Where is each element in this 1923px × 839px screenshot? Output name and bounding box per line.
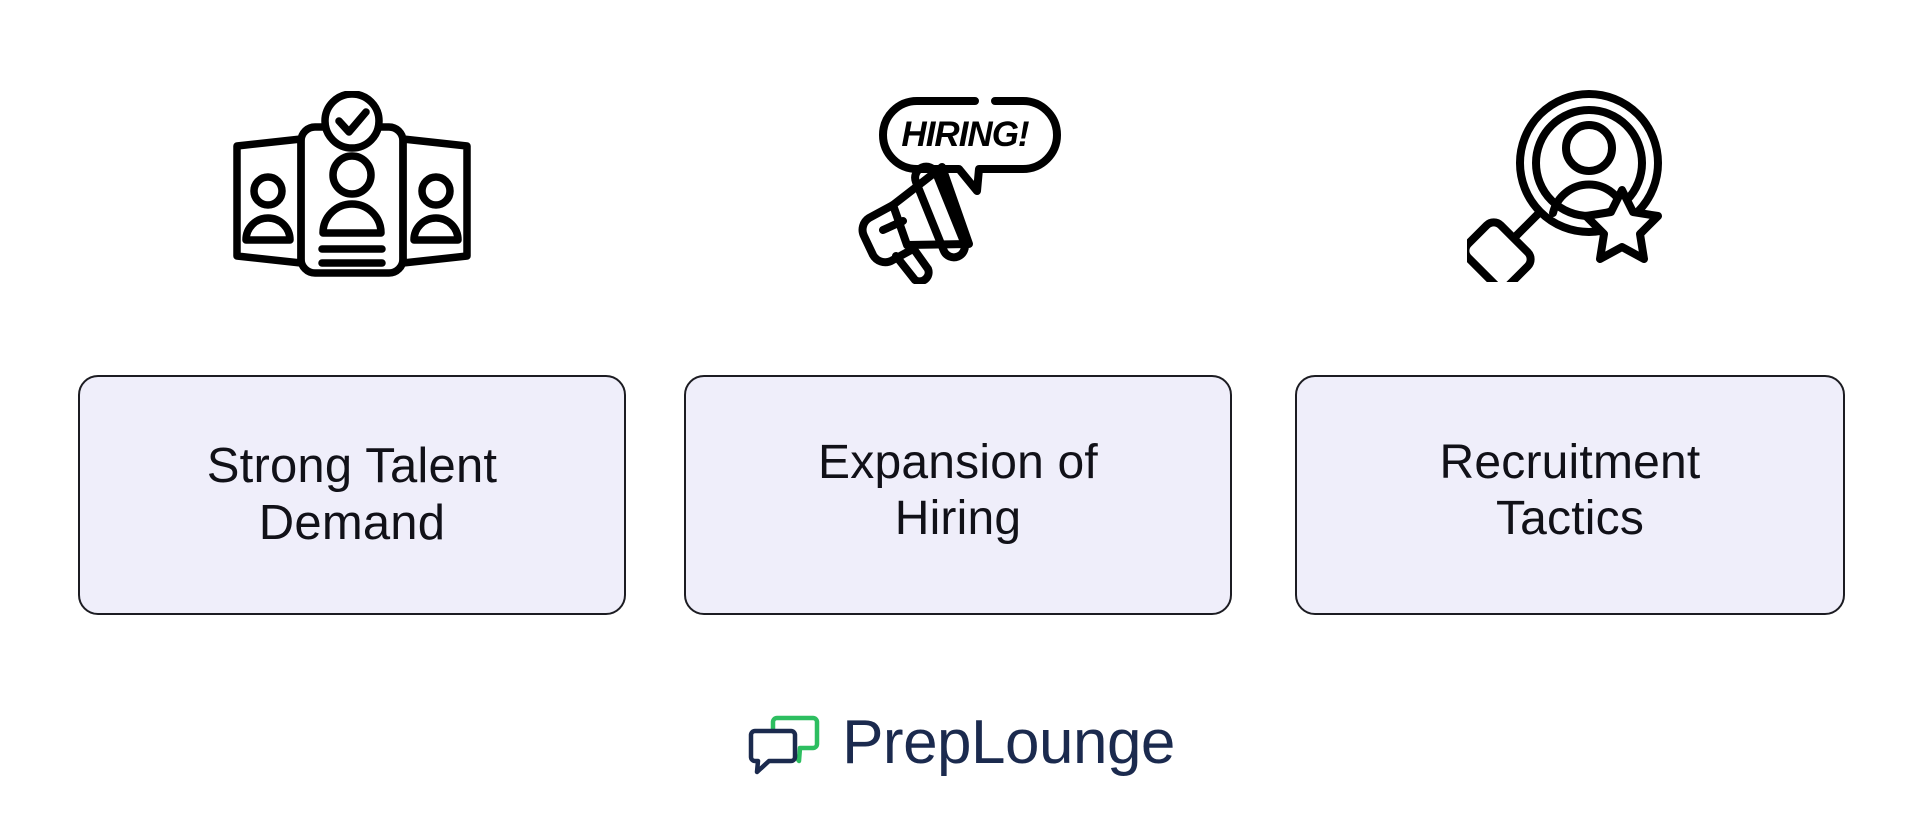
preplounge-logo-text: PrepLounge xyxy=(842,708,1175,777)
card-label-strong-talent-demand: Strong Talent Demand xyxy=(206,439,498,550)
icon-magnifier-candidate-star xyxy=(1295,0,1845,375)
star-icon xyxy=(1582,185,1662,263)
icon-candidate-profiles-verified xyxy=(78,0,626,375)
magnifier-candidate-star-icon xyxy=(1467,89,1662,282)
megaphone-hiring-icon: HIRING! xyxy=(858,96,1061,284)
preplounge-logo[interactable]: PrepLounge xyxy=(0,700,1923,790)
speech-bubbles-icon xyxy=(748,715,820,775)
column-expansion-of-hiring: HIRING! Expansion of Hiring xyxy=(684,0,1232,639)
card-label-recruitment-tactics: Recruitment Tactics xyxy=(1439,436,1701,545)
hiring-label: HIRING! xyxy=(901,115,1030,154)
column-strong-talent-demand: Strong Talent Demand xyxy=(78,0,626,639)
icon-megaphone-hiring: HIRING! xyxy=(684,0,1232,375)
column-recruitment-tactics: Recruitment Tactics xyxy=(1295,0,1845,639)
card-recruitment-tactics[interactable]: Recruitment Tactics xyxy=(1295,375,1845,615)
card-label-expansion-of-hiring: Expansion of Hiring xyxy=(818,436,1098,545)
card-strong-talent-demand[interactable]: Strong Talent Demand xyxy=(78,375,626,615)
candidate-profiles-verified-icon xyxy=(233,90,471,277)
card-expansion-of-hiring[interactable]: Expansion of Hiring xyxy=(684,375,1232,615)
